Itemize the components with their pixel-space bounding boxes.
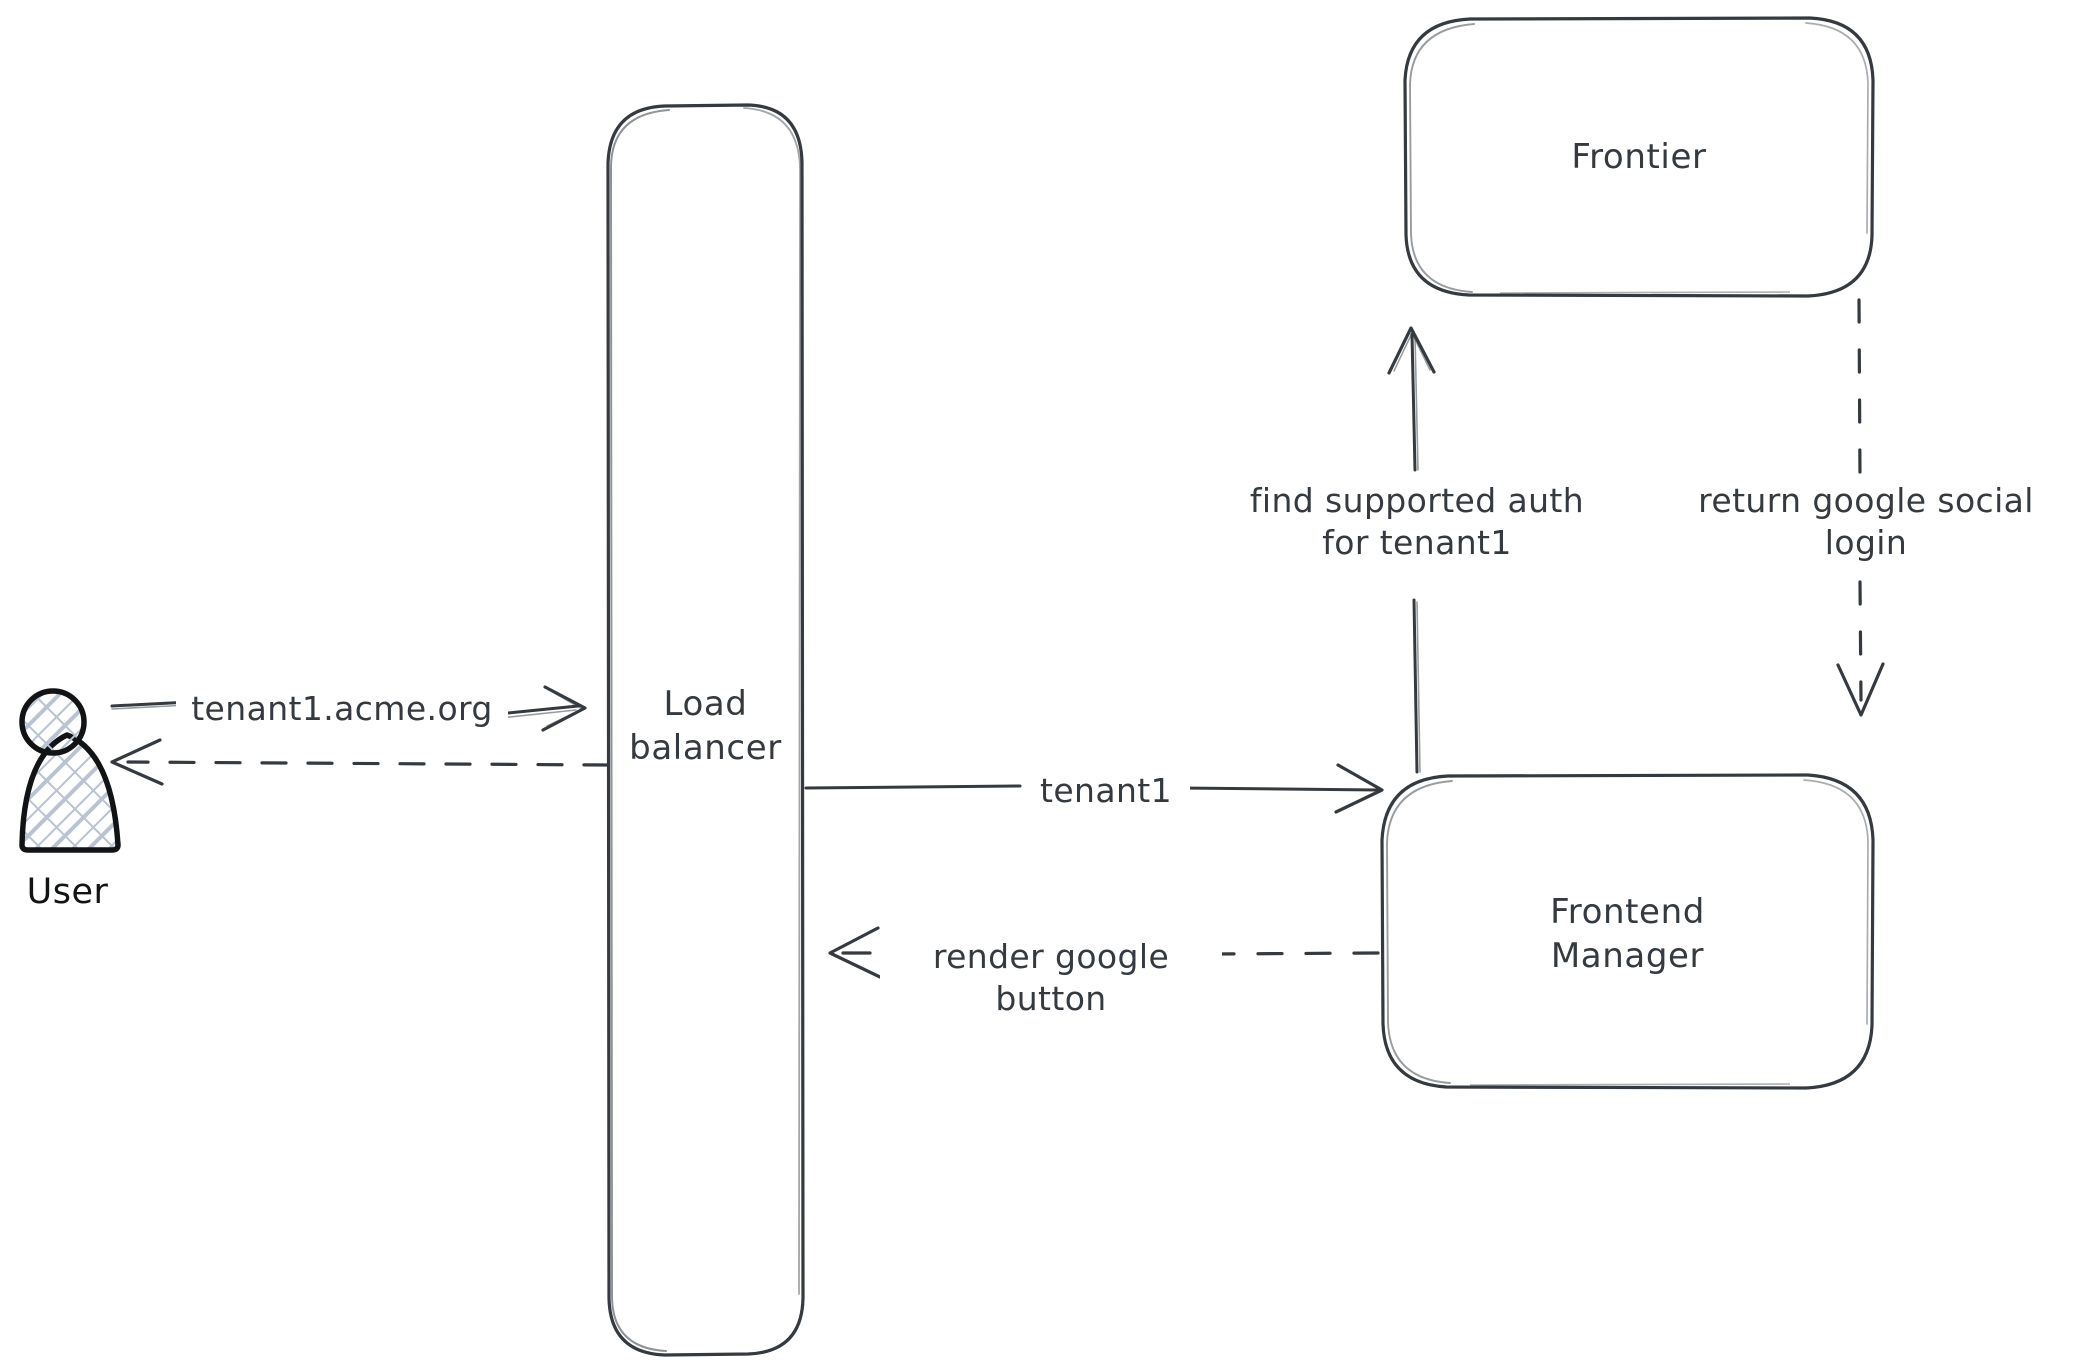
person-icon xyxy=(19,688,121,853)
edge-fm-to-lb xyxy=(828,926,1380,979)
node-frontend-manager[interactable] xyxy=(1380,773,1875,1090)
edge-user-to-lb xyxy=(110,685,587,732)
node-load-balancer[interactable] xyxy=(606,103,805,1357)
actor-label-user: User xyxy=(26,872,109,912)
edge-frontier-to-fm xyxy=(1836,298,1885,717)
edge-lb-to-fm xyxy=(804,763,1384,814)
node-frontier[interactable] xyxy=(1403,16,1875,298)
edge-fm-to-frontier xyxy=(1387,326,1436,774)
edge-lb-to-user xyxy=(110,738,610,786)
